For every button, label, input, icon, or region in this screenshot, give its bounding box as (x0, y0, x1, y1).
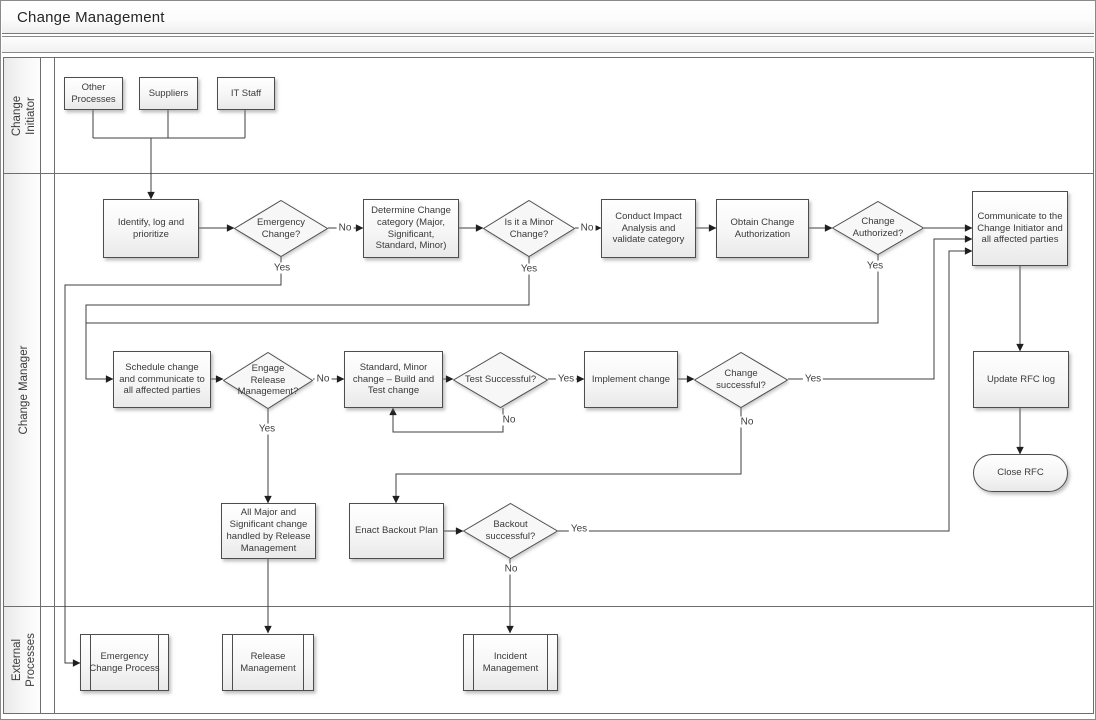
lane-strip: Change Manager (4, 174, 41, 606)
edge-label-test-yes: Yes (555, 373, 577, 385)
node-engage-release-mgmt: Engage Release Management? (223, 352, 313, 409)
node-label: Obtain Change Authorization (730, 216, 795, 240)
node-label: All Major and Significant change handled… (226, 507, 311, 554)
node-label: Change successful? (716, 368, 766, 391)
node-label: Determine Change category (Major, Signif… (371, 204, 451, 252)
node-label: Identify, log and prioritize (117, 216, 185, 240)
edge-label-test-no-loop: No (500, 414, 518, 426)
lane-change-manager: Change Manager (4, 174, 1093, 607)
edge-label-emergency-yes: Yes (271, 262, 293, 274)
decision-diamond-shape (463, 503, 558, 559)
node-label: Other Processes (71, 81, 116, 105)
node-enact-backout-plan: Enact Backout Plan (349, 503, 444, 559)
edge-label-backout-yes: Yes (568, 523, 590, 535)
lane-change-initiator: Change Initiator (4, 58, 1093, 174)
node-label: Test Successful? (464, 374, 537, 386)
node-label: Suppliers (148, 87, 189, 99)
node-incident-management: Incident Management (463, 634, 558, 691)
node-schedule-change: Schedule change and communicate to all a… (113, 351, 211, 408)
node-close-rfc: Close RFC (973, 454, 1068, 492)
node-label: Release Management (240, 650, 296, 674)
lane-strip: Change Initiator (4, 58, 41, 173)
node-label: Engage Release Management? (237, 362, 299, 398)
node-label: Schedule change and communicate to all a… (119, 361, 205, 397)
node-conduct-impact-analysis: Conduct Impact Analysis and validate cat… (601, 199, 696, 258)
edge-label-backout-no: No (502, 563, 520, 575)
edge-label-successful-no: No (738, 416, 756, 428)
node-label: Implement change (591, 373, 671, 385)
node-other-processes: Other Processes (64, 77, 123, 110)
node-label: Close RFC (997, 467, 1044, 479)
node-label: IT Staff (230, 87, 262, 99)
node-it-staff: IT Staff (217, 77, 275, 110)
node-implement-change: Implement change (584, 351, 678, 408)
node-label: Emergency Change? (256, 216, 306, 240)
node-emergency-change-process: Emergency Change Process (80, 634, 169, 691)
edge-label-engage-no: No (314, 373, 332, 385)
swimlane-container: Change Initiator Change Manager External… (3, 57, 1094, 714)
node-label: Emergency Change Process (89, 650, 160, 674)
edge-label-minor-no: No (578, 222, 596, 234)
edge-label-engage-yes: Yes (256, 423, 278, 435)
node-is-minor-change: Is it a Minor Change? (483, 200, 575, 257)
node-change-successful: Change successful? (694, 352, 788, 408)
node-all-major-significant: All Major and Significant change handled… (221, 503, 316, 559)
title-bar: Change Management (2, 2, 1094, 34)
node-update-rfc-log: Update RFC log (973, 351, 1069, 408)
node-determine-category: Determine Change category (Major, Signif… (363, 199, 459, 258)
node-label: Communicate to the Change Initiator and … (977, 210, 1063, 246)
node-label: Incident Management (482, 650, 539, 674)
edge-label-emergency-no: No (336, 222, 354, 234)
node-emergency-change: Emergency Change? (234, 200, 328, 257)
lane-strip: External Processes (4, 607, 41, 713)
node-identify-log-prioritize: Identify, log and prioritize (103, 199, 199, 258)
lane-external-processes: External Processes (4, 607, 1093, 713)
node-label: Change Authorized? (852, 216, 904, 239)
edge-label-authorized-yes: Yes (864, 260, 886, 272)
node-backout-successful: Backout successful? (463, 503, 558, 559)
phase-bar (2, 36, 1094, 53)
node-communicate-initiator: Communicate to the Change Initiator and … (972, 191, 1068, 266)
node-label: Backout successful? (485, 519, 536, 542)
node-suppliers: Suppliers (139, 77, 198, 110)
lane-label-divider (54, 58, 55, 713)
node-label: Update RFC log (986, 373, 1056, 385)
node-label: Is it a Minor Change? (504, 216, 554, 240)
node-test-successful: Test Successful? (453, 352, 548, 408)
node-label: Conduct Impact Analysis and validate cat… (612, 210, 685, 246)
node-label: Standard, Minor change – Build and Test … (352, 361, 435, 397)
node-label: Enact Backout Plan (355, 525, 438, 537)
node-obtain-authorization: Obtain Change Authorization (716, 199, 809, 258)
node-build-and-test: Standard, Minor change – Build and Test … (344, 351, 443, 408)
edge-label-successful-yes: Yes (802, 373, 824, 385)
edge-label-minor-yes: Yes (518, 263, 540, 275)
node-release-management: Release Management (222, 634, 314, 691)
page-title: Change Management (17, 9, 165, 26)
node-change-authorized: Change Authorized? (832, 201, 924, 255)
